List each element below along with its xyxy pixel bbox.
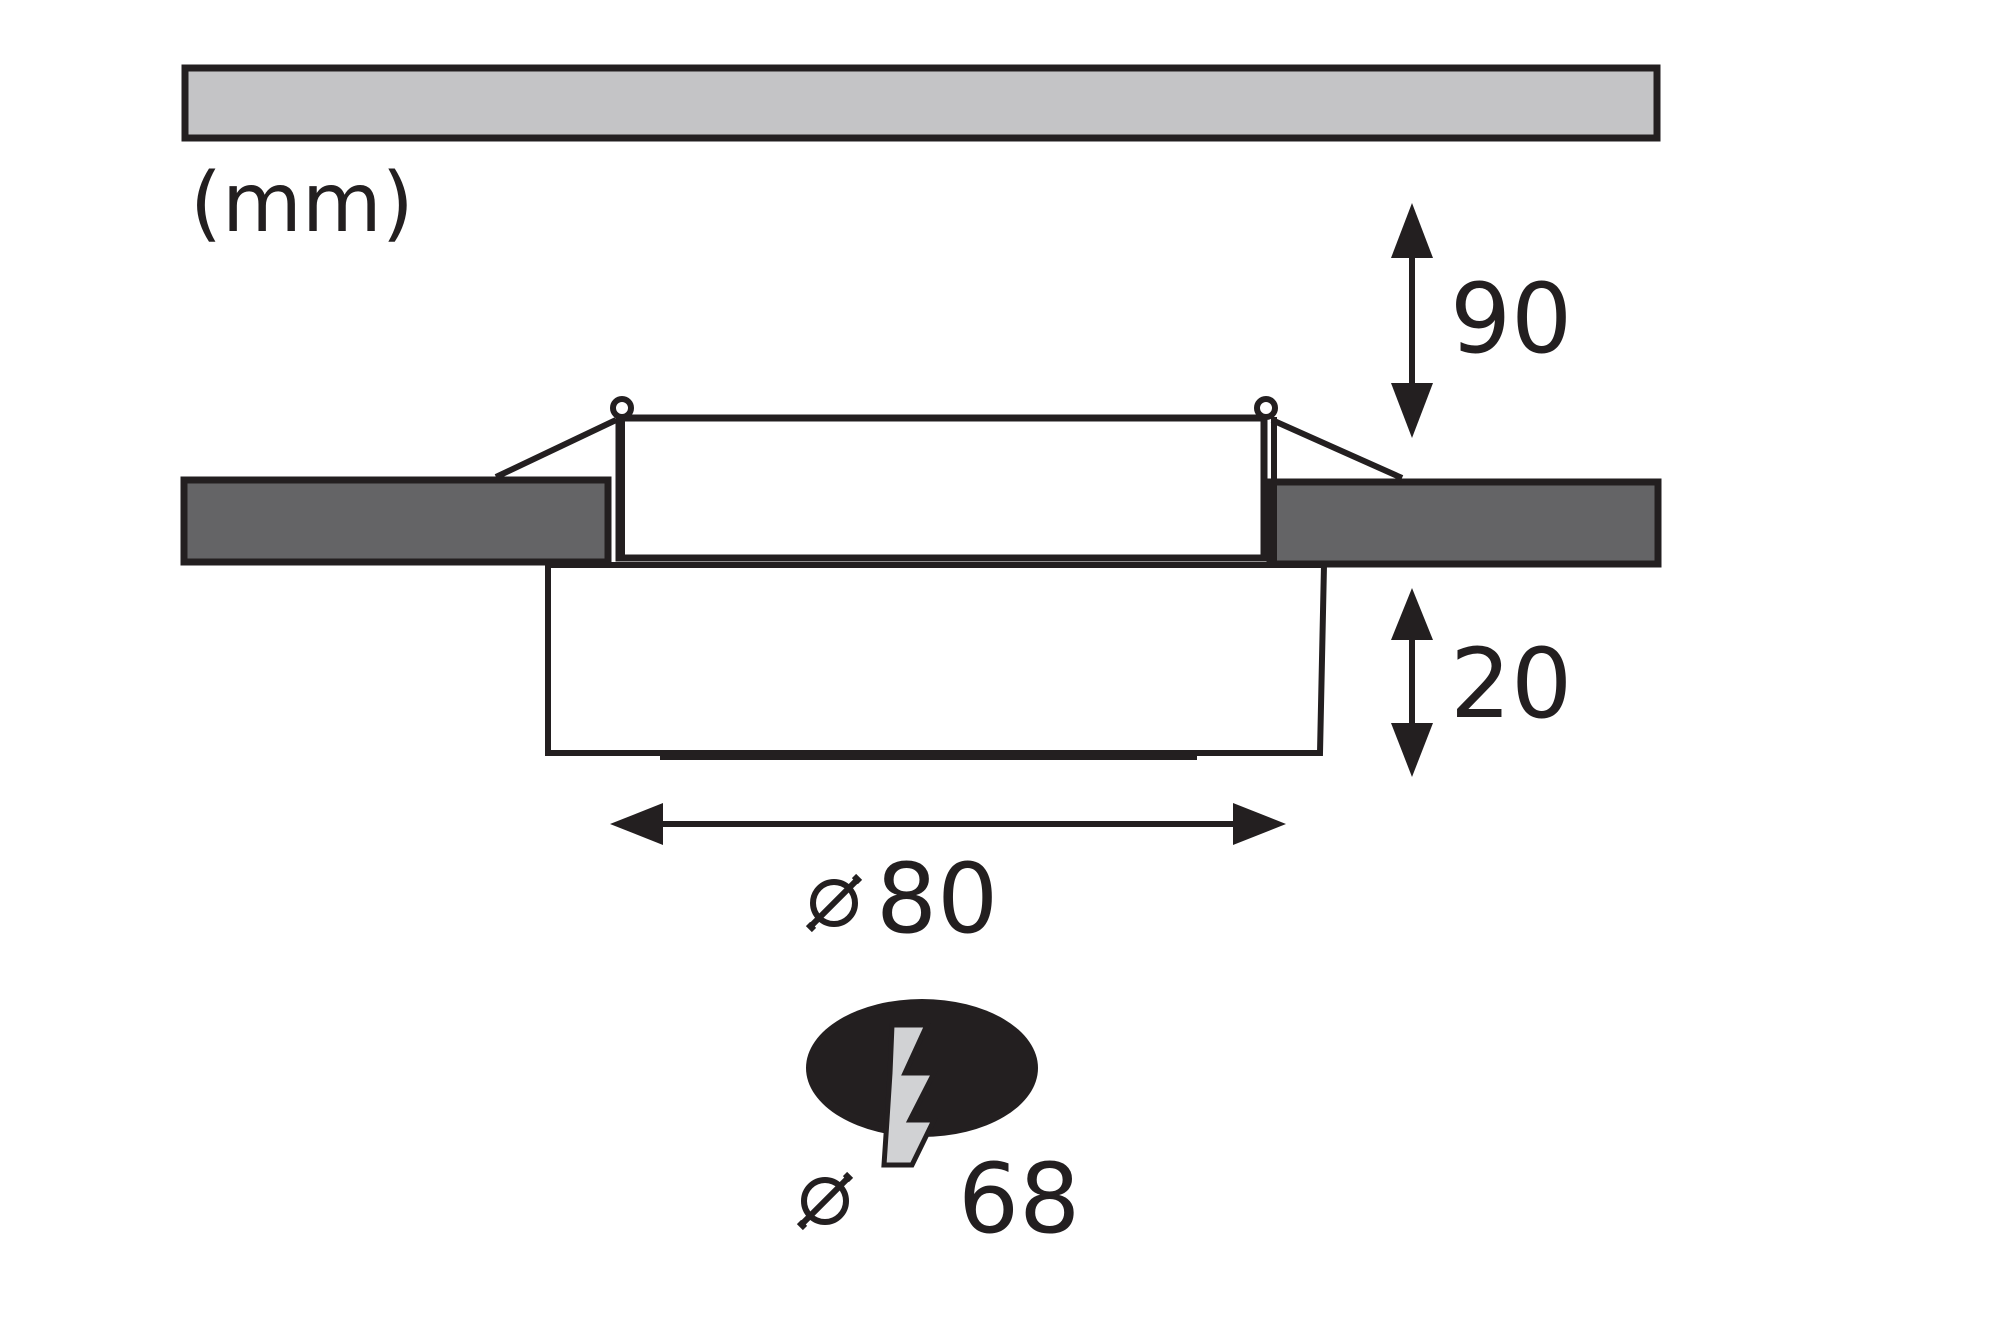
fixture-upper-body bbox=[615, 414, 1268, 562]
ceiling-panel-reference bbox=[181, 64, 1661, 142]
depth-dimension-arrow bbox=[1391, 203, 1433, 438]
diameter-icon bbox=[805, 873, 863, 933]
ceiling-section-left bbox=[180, 476, 612, 566]
fixture-lower-body bbox=[545, 562, 1328, 756]
height-dimension-arrow bbox=[1391, 588, 1433, 777]
diameter-icon-cutout bbox=[796, 1171, 854, 1231]
ceiling-section-right bbox=[1266, 478, 1662, 568]
diameter-value: 80 bbox=[876, 843, 998, 955]
diameter-dimension-arrow bbox=[610, 803, 1286, 845]
height-value: 20 bbox=[1450, 628, 1572, 740]
units-label: (mm) bbox=[190, 156, 414, 251]
depth-value: 90 bbox=[1450, 263, 1572, 375]
lightning-bolt-icon bbox=[881, 1022, 939, 1168]
spring-clip-right bbox=[1254, 396, 1404, 564]
spring-clip-left bbox=[494, 396, 634, 560]
cutout-diameter-value: 68 bbox=[958, 1143, 1080, 1255]
cutout-hole-icon bbox=[806, 999, 1038, 1137]
